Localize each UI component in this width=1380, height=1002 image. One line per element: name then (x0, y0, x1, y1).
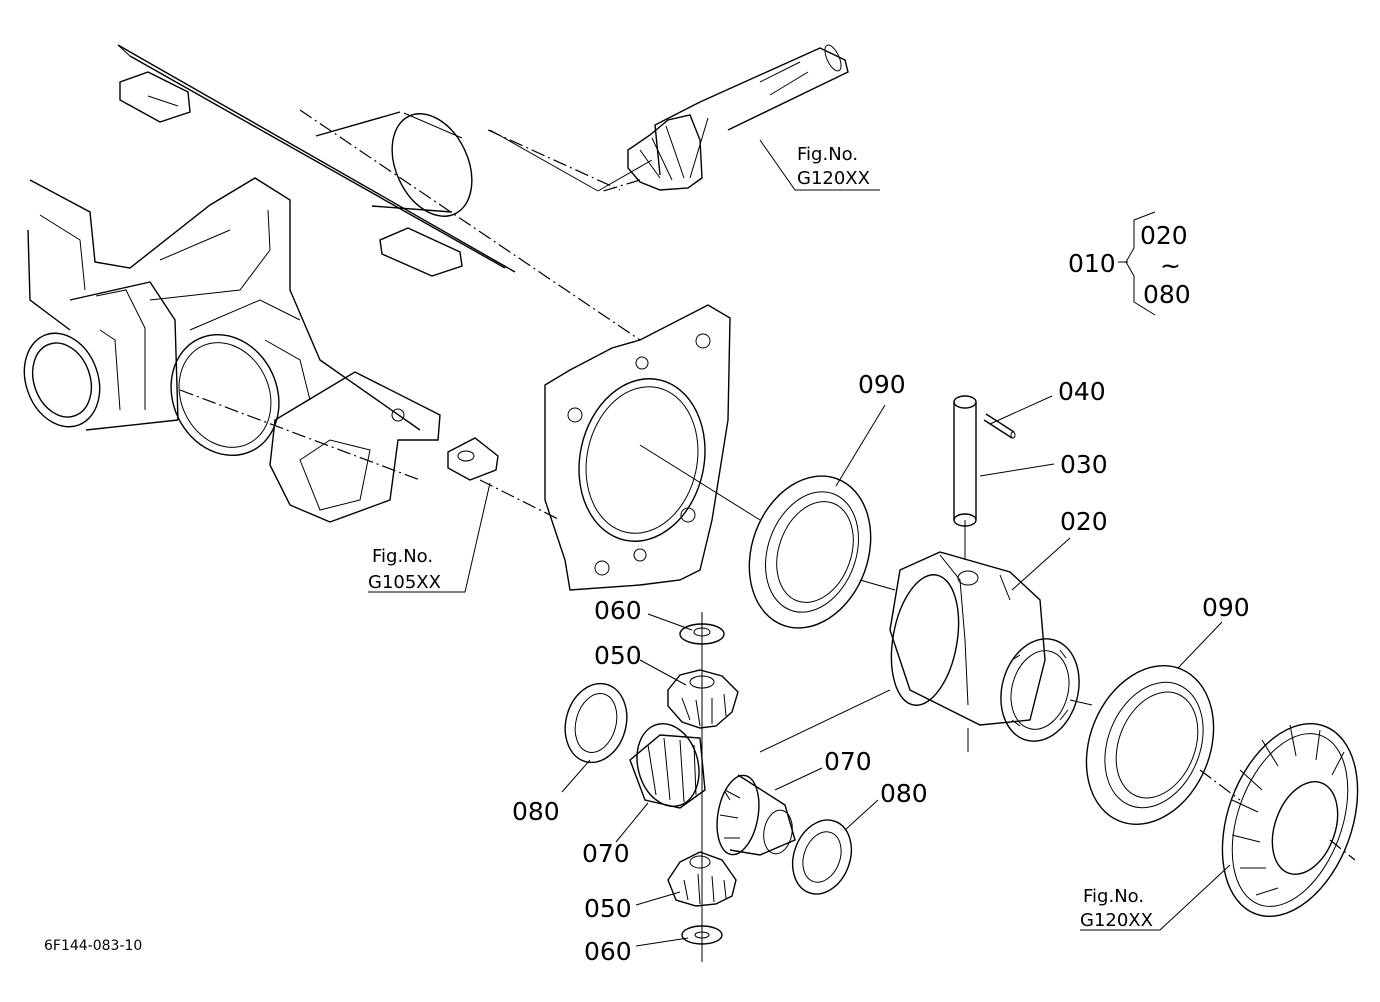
svg-text:Fig.No.: Fig.No. (797, 144, 858, 165)
differential-case-020 (889, 551, 1080, 742)
flange-gasket (544, 304, 731, 591)
bearing-090-left (748, 475, 872, 629)
shaft-pin-030 (953, 395, 977, 527)
side-gear-070-right (716, 774, 796, 856)
svg-text:Fig.No.: Fig.No. (372, 546, 433, 567)
fig-ref-left[interactable]: Fig.No. G105XX (368, 546, 441, 593)
callout-080-right[interactable]: 080 (880, 779, 928, 808)
side-gear-070-left (629, 722, 706, 809)
assembly-range-sep: ~ (1160, 251, 1181, 280)
thrust-washer-080-left (564, 682, 628, 764)
assembly-range-start: 020 (1140, 221, 1188, 250)
callout-070-left[interactable]: 070 (582, 839, 630, 868)
ring-gear (1199, 722, 1359, 918)
pinion-gear-050-bottom (667, 851, 737, 907)
assembly-range-end: 080 (1143, 280, 1191, 309)
spring-pin-040 (983, 413, 1016, 439)
callout-040[interactable]: 040 (1058, 377, 1106, 406)
callout-020[interactable]: 020 (1060, 507, 1108, 536)
callout-050-bottom[interactable]: 050 (584, 894, 632, 923)
fig-ref-bottom-right[interactable]: Fig.No. G120XX (1080, 886, 1153, 931)
callout-090-right[interactable]: 090 (1202, 593, 1250, 622)
pinion-shaft (599, 44, 849, 193)
drawing-code: 6F144-083-10 (44, 938, 142, 954)
callout-070-right[interactable]: 070 (824, 747, 872, 776)
axle-housing (23, 44, 641, 523)
svg-text:G120XX: G120XX (1080, 910, 1153, 931)
callout-060-top[interactable]: 060 (594, 596, 642, 625)
pinion-gear-050-top (667, 669, 739, 729)
svg-text:Fig.No.: Fig.No. (1083, 886, 1144, 907)
callout-080-left[interactable]: 080 (512, 797, 560, 826)
bearing-090-right (1085, 665, 1215, 825)
assembly-note: 010 020 ~ 080 (1068, 221, 1191, 309)
leader-lines (368, 129, 1231, 947)
svg-text:G105XX: G105XX (368, 572, 441, 593)
svg-text:G120XX: G120XX (797, 168, 870, 189)
thrust-washer-080-right (791, 819, 853, 895)
fig-ref-top[interactable]: Fig.No. G120XX (797, 144, 870, 189)
assembly-parent-number: 010 (1068, 249, 1116, 278)
callout-030[interactable]: 030 (1060, 450, 1108, 479)
callout-090-left[interactable]: 090 (858, 370, 906, 399)
callout-050-top[interactable]: 050 (594, 641, 642, 670)
callout-060-bottom[interactable]: 060 (584, 937, 632, 966)
